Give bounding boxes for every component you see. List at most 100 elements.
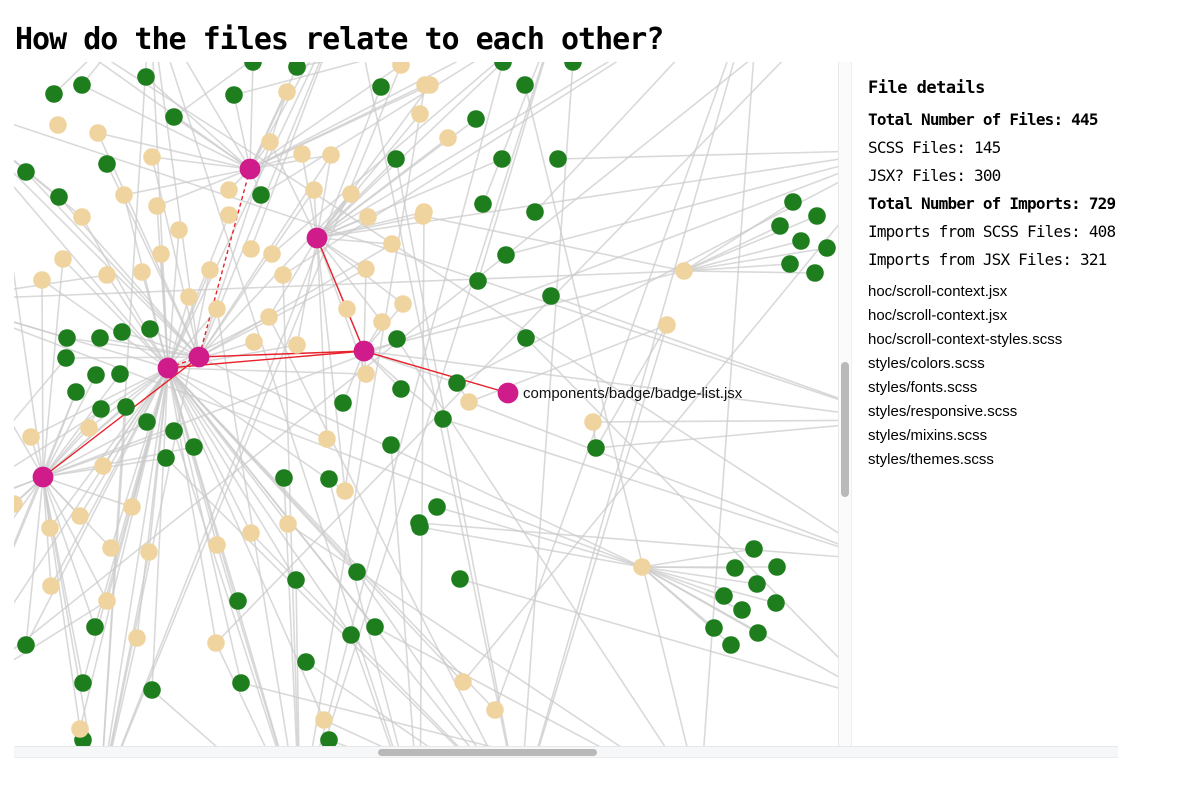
- node-scss-file[interactable]: [115, 186, 133, 204]
- node-jsx-file[interactable]: [767, 594, 785, 612]
- node-scss-file[interactable]: [33, 271, 51, 289]
- node-jsx-file[interactable]: [91, 329, 109, 347]
- vertical-scrollbar-thumb[interactable]: [841, 362, 849, 497]
- node-scss-file[interactable]: [460, 393, 478, 411]
- node-jsx-file[interactable]: [348, 563, 366, 581]
- node-scss-file[interactable]: [278, 83, 296, 101]
- node-scss-file[interactable]: [486, 701, 504, 719]
- node-jsx-file[interactable]: [549, 150, 567, 168]
- node-jsx-file[interactable]: [320, 470, 338, 488]
- node-jsx-file[interactable]: [143, 681, 161, 699]
- node-highlighted-file[interactable]: [157, 357, 179, 379]
- node-scss-file[interactable]: [260, 308, 278, 326]
- node-jsx-file[interactable]: [411, 518, 429, 536]
- node-jsx-file[interactable]: [287, 571, 305, 589]
- node-jsx-file[interactable]: [111, 365, 129, 383]
- node-jsx-file[interactable]: [497, 246, 515, 264]
- node-jsx-file[interactable]: [771, 217, 789, 235]
- node-scss-file[interactable]: [359, 208, 377, 226]
- node-scss-file[interactable]: [305, 181, 323, 199]
- node-scss-file[interactable]: [315, 711, 333, 729]
- node-scss-file[interactable]: [133, 263, 151, 281]
- node-scss-file[interactable]: [89, 124, 107, 142]
- node-jsx-file[interactable]: [87, 366, 105, 384]
- node-scss-file[interactable]: [14, 495, 23, 513]
- node-jsx-file[interactable]: [587, 439, 605, 457]
- node-highlighted-file[interactable]: [32, 466, 54, 488]
- node-scss-file[interactable]: [357, 260, 375, 278]
- node-jsx-file[interactable]: [17, 163, 35, 181]
- node-scss-file[interactable]: [263, 245, 281, 263]
- node-scss-file[interactable]: [152, 245, 170, 263]
- node-jsx-file[interactable]: [297, 653, 315, 671]
- node-scss-file[interactable]: [180, 288, 198, 306]
- node-jsx-file[interactable]: [726, 559, 744, 577]
- node-jsx-file[interactable]: [451, 570, 469, 588]
- node-jsx-file[interactable]: [288, 62, 306, 76]
- file-list-item[interactable]: styles/fonts.scss: [868, 379, 978, 396]
- node-scss-file[interactable]: [208, 536, 226, 554]
- node-jsx-file[interactable]: [493, 150, 511, 168]
- node-scss-file[interactable]: [242, 240, 260, 258]
- node-scss-file[interactable]: [454, 673, 472, 691]
- node-scss-file[interactable]: [98, 592, 116, 610]
- node-jsx-file[interactable]: [320, 731, 338, 746]
- node-scss-file[interactable]: [342, 185, 360, 203]
- node-jsx-file[interactable]: [232, 674, 250, 692]
- node-jsx-file[interactable]: [474, 195, 492, 213]
- file-list-item[interactable]: hoc/scroll-context.jsx: [868, 283, 1008, 300]
- node-jsx-file[interactable]: [57, 349, 75, 367]
- file-list-item[interactable]: styles/mixins.scss: [868, 427, 988, 444]
- node-jsx-file[interactable]: [92, 400, 110, 418]
- node-scss-file[interactable]: [94, 457, 112, 475]
- node-jsx-file[interactable]: [342, 626, 360, 644]
- node-scss-file[interactable]: [220, 206, 238, 224]
- file-list-item[interactable]: styles/themes.scss: [868, 451, 994, 468]
- horizontal-scrollbar-track[interactable]: [14, 746, 1118, 758]
- node-highlighted-file[interactable]: [497, 382, 519, 404]
- node-scss-file[interactable]: [338, 300, 356, 318]
- node-scss-file[interactable]: [73, 208, 91, 226]
- node-scss-file[interactable]: [22, 428, 40, 446]
- node-jsx-file[interactable]: [229, 592, 247, 610]
- node-jsx-file[interactable]: [749, 624, 767, 642]
- node-jsx-file[interactable]: [225, 86, 243, 104]
- node-scss-file[interactable]: [421, 76, 439, 94]
- node-jsx-file[interactable]: [334, 394, 352, 412]
- file-list-item[interactable]: hoc/scroll-context.jsx: [868, 307, 1008, 324]
- vertical-scrollbar-track[interactable]: [838, 62, 852, 746]
- node-scss-file[interactable]: [392, 62, 410, 74]
- node-jsx-file[interactable]: [388, 330, 406, 348]
- node-jsx-file[interactable]: [275, 469, 293, 487]
- node-jsx-file[interactable]: [469, 272, 487, 290]
- node-scss-file[interactable]: [411, 105, 429, 123]
- node-scss-file[interactable]: [261, 133, 279, 151]
- node-scss-file[interactable]: [383, 235, 401, 253]
- node-scss-file[interactable]: [336, 482, 354, 500]
- node-jsx-file[interactable]: [733, 601, 751, 619]
- node-jsx-file[interactable]: [467, 110, 485, 128]
- node-jsx-file[interactable]: [117, 398, 135, 416]
- node-scss-file[interactable]: [288, 336, 306, 354]
- node-scss-file[interactable]: [633, 558, 651, 576]
- node-jsx-file[interactable]: [722, 636, 740, 654]
- node-scss-file[interactable]: [102, 539, 120, 557]
- node-jsx-file[interactable]: [434, 410, 452, 428]
- node-scss-file[interactable]: [414, 207, 432, 225]
- node-jsx-file[interactable]: [715, 587, 733, 605]
- node-jsx-file[interactable]: [818, 239, 836, 257]
- node-jsx-file[interactable]: [165, 108, 183, 126]
- node-jsx-file[interactable]: [138, 413, 156, 431]
- node-scss-file[interactable]: [208, 300, 226, 318]
- node-scss-file[interactable]: [220, 181, 238, 199]
- node-highlighted-file[interactable]: [239, 158, 261, 180]
- node-jsx-file[interactable]: [86, 618, 104, 636]
- node-scss-file[interactable]: [207, 634, 225, 652]
- node-jsx-file[interactable]: [428, 498, 446, 516]
- node-jsx-file[interactable]: [705, 619, 723, 637]
- node-scss-file[interactable]: [98, 266, 116, 284]
- node-jsx-file[interactable]: [542, 287, 560, 305]
- node-jsx-file[interactable]: [382, 436, 400, 454]
- node-scss-file[interactable]: [128, 629, 146, 647]
- node-scss-file[interactable]: [140, 543, 158, 561]
